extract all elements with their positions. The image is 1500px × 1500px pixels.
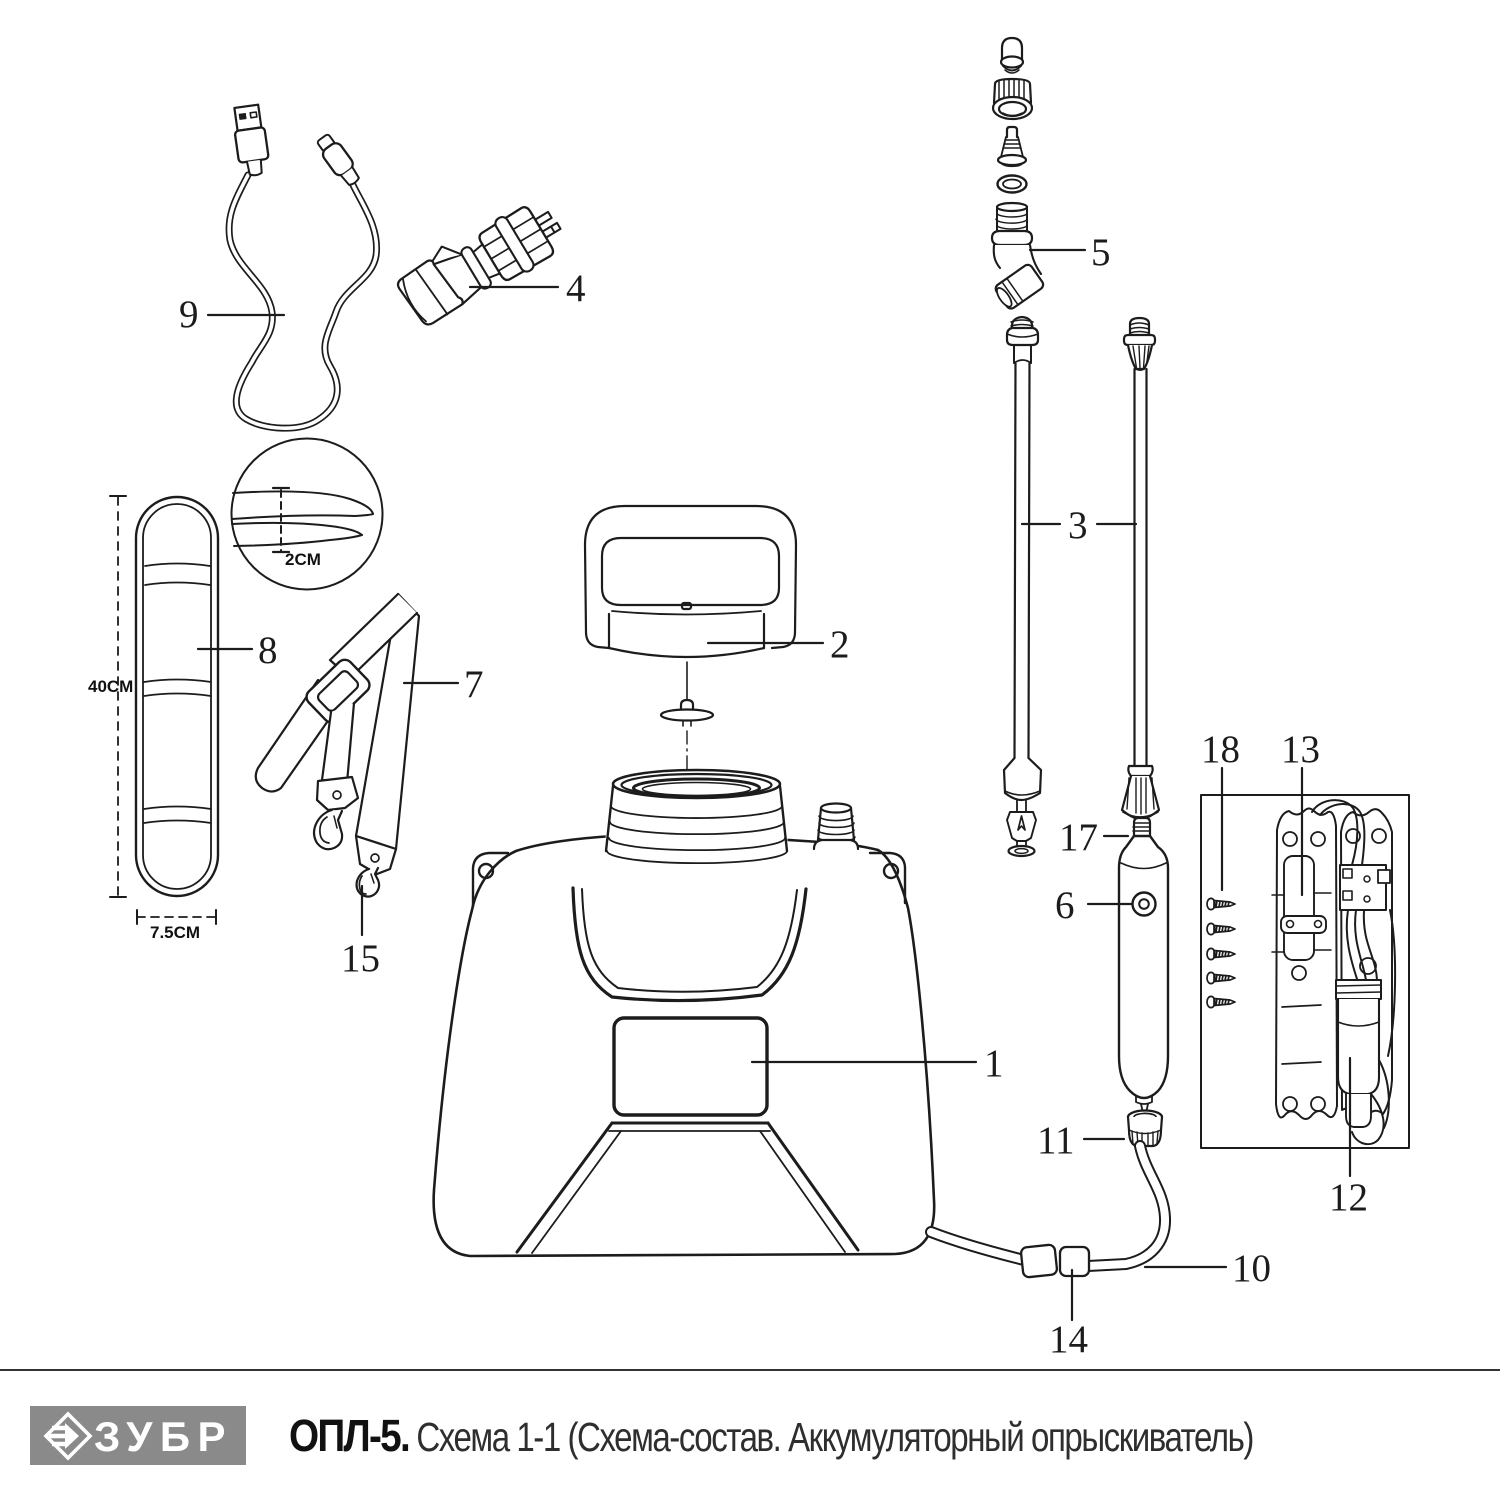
svg-text:2: 2 [830,623,850,666]
svg-text:14: 14 [1049,1318,1088,1361]
svg-text:3: 3 [1068,504,1088,547]
svg-text:13: 13 [1281,728,1320,771]
svg-text:6: 6 [1055,884,1075,927]
svg-text:17: 17 [1059,816,1098,859]
svg-text:ЗУБР: ЗУБР [94,1413,233,1460]
svg-text:2CM: 2CM [285,550,321,569]
svg-text:7.5CM: 7.5CM [150,923,200,942]
svg-text:7: 7 [464,663,484,706]
svg-text:18: 18 [1201,728,1240,771]
svg-text:12: 12 [1329,1176,1368,1219]
svg-text:11: 11 [1037,1119,1075,1162]
svg-text:40CM: 40CM [88,677,133,696]
svg-text:15: 15 [341,937,380,980]
svg-text:10: 10 [1232,1247,1271,1290]
svg-text:4: 4 [566,267,586,310]
svg-text:8: 8 [258,629,278,672]
svg-text:5: 5 [1091,231,1111,274]
svg-text:9: 9 [179,293,199,336]
svg-text:1: 1 [984,1042,1004,1085]
